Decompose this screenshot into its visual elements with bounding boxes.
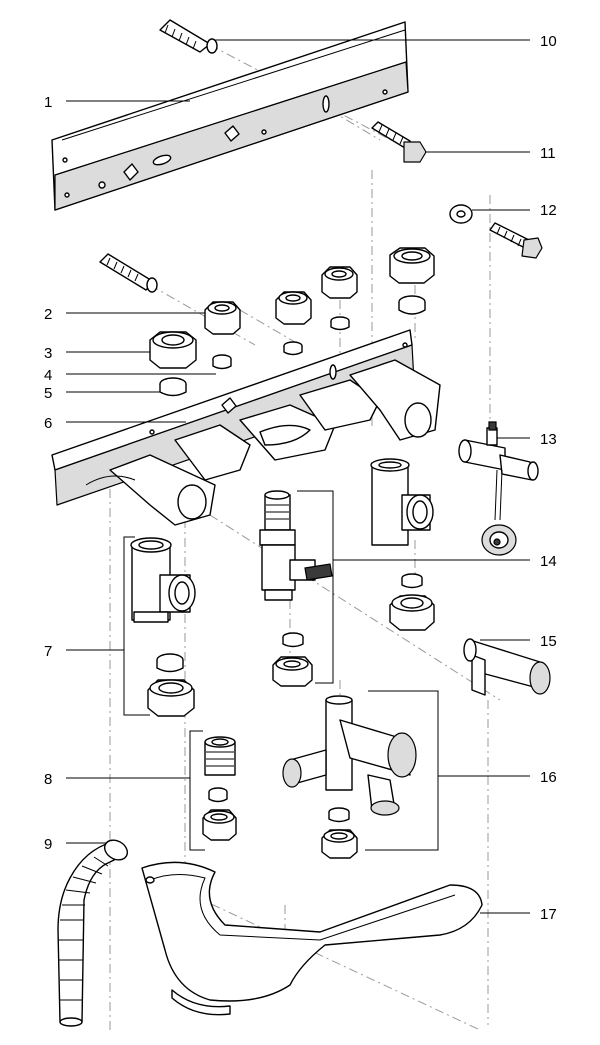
callout-14: 14 (540, 553, 557, 570)
callout-4: 4 (44, 367, 52, 384)
wall-plug-middle (99, 253, 158, 293)
callout-17: 17 (540, 906, 557, 923)
callout-15: 15 (540, 633, 557, 650)
callout-8: 8 (44, 771, 52, 788)
nipple-fitting (202, 736, 237, 841)
callout-13: 13 (540, 431, 557, 448)
callout-1: 1 (44, 94, 52, 111)
mounting-rail (51, 21, 409, 211)
tee-fitting-left (130, 537, 196, 623)
callout-10: 10 (540, 33, 557, 50)
nuts-top-row (149, 247, 435, 397)
rings-and-nuts-middle (147, 573, 435, 717)
service-valve (259, 490, 333, 601)
valve-cap (463, 638, 551, 696)
callout-12: 12 (540, 202, 557, 219)
callout-7: 7 (44, 643, 52, 660)
callout-3: 3 (44, 345, 52, 362)
screw-short (489, 222, 543, 259)
callout-numbers: 10 1 11 12 2 3 4 5 6 13 14 7 15 8 16 9 1… (44, 33, 557, 923)
callout-9: 9 (44, 836, 52, 853)
screw-long (371, 121, 427, 163)
grouping-brackets (123, 490, 439, 851)
washer (449, 204, 473, 224)
leader-lines (66, 39, 530, 914)
tee-fitting-right (370, 458, 434, 546)
callout-6: 6 (44, 415, 52, 432)
callout-11: 11 (540, 145, 556, 162)
safety-valve-assembly (282, 695, 417, 859)
callout-16: 16 (540, 769, 557, 786)
callout-2: 2 (44, 306, 52, 323)
mounting-bracket (51, 329, 441, 526)
callout-5: 5 (44, 385, 52, 402)
fill-valve (458, 421, 539, 556)
drain-hose (57, 839, 129, 1027)
drain-funnel-tray (141, 861, 483, 1016)
wall-plug-top (159, 19, 218, 54)
